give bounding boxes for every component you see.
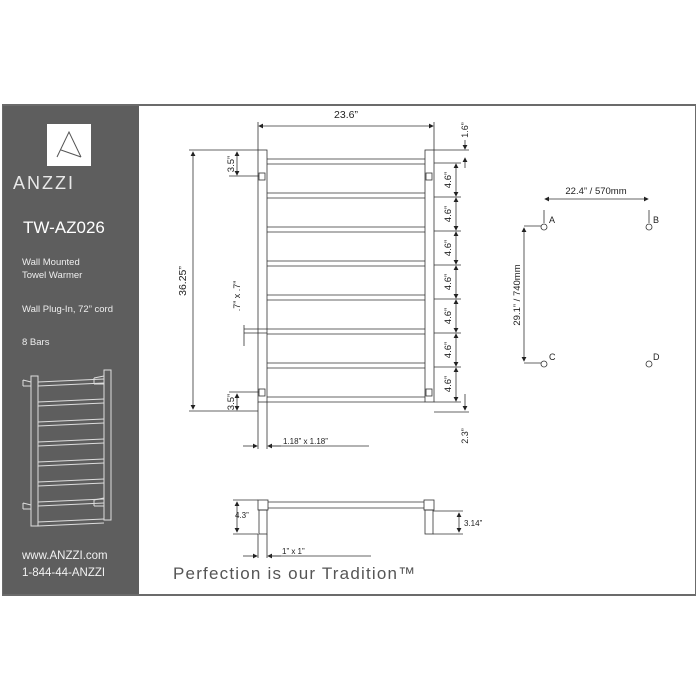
mount-horizontal-spacing: 22.4” / 570mm — [565, 186, 626, 197]
bar-spacing: 4.6” — [443, 240, 454, 256]
website-link[interactable]: www.ANZZI.com — [22, 550, 108, 562]
bracket-size: 1” x 1” — [282, 547, 305, 556]
sidebar: ANZZI TW-AZ026 Wall Mounted Towel Warmer… — [3, 106, 139, 594]
model-number: TW-AZ026 — [23, 218, 105, 237]
drawing-area: 23.6” 36.25” 3.5” 3.5” .7” x .7” 1.6” 4.… — [139, 106, 695, 594]
bottom-mount-offset: 3.5” — [226, 394, 237, 410]
depth-right: 3.14” — [464, 519, 483, 528]
mount-vertical-spacing: 29.1” / 740mm — [512, 264, 523, 325]
spec-sheet-frame: ANZZI TW-AZ026 Wall Mounted Towel Warmer… — [2, 104, 696, 596]
bar-spacing: 4.6” — [443, 172, 454, 188]
post-size: 1.18” x 1.18” — [283, 437, 328, 446]
bar-spacing: 4.6” — [443, 308, 454, 324]
bar-spacing: 4.6” — [443, 342, 454, 358]
width-dimension: 23.6” — [334, 109, 358, 121]
mount-point-a: A — [549, 215, 555, 225]
brand-name: ANZZI — [13, 173, 75, 193]
mount-point-d: D — [653, 352, 660, 362]
logo-triangle-icon — [56, 130, 82, 158]
bar-size: .7” x .7” — [232, 281, 242, 312]
mount-point-c: C — [549, 352, 556, 362]
top-offset: 1.6” — [460, 122, 470, 138]
mount-point-b: B — [653, 215, 659, 225]
anzzi-logo — [47, 124, 91, 166]
height-dimension: 36.25” — [177, 266, 189, 296]
bar-count: 8 Bars — [22, 337, 50, 348]
depth-left: 4.3” — [235, 511, 249, 520]
bar-spacing: 4.6” — [443, 376, 454, 392]
tagline: Perfection is our Tradition™ — [173, 564, 417, 583]
product-description: Wall Mounted Towel Warmer — [22, 257, 83, 281]
phone-number: 1-844-44-ANZZI — [22, 567, 106, 579]
towel-warmer-illustration — [22, 369, 112, 527]
power-spec: Wall Plug-In, 72” cord — [22, 304, 113, 315]
bar-spacing: 4.6” — [443, 206, 454, 222]
bottom-offset: 2.3” — [460, 428, 470, 444]
top-mount-offset: 3.5” — [226, 156, 237, 172]
bar-spacing: 4.6” — [443, 274, 454, 290]
technical-drawing: 23.6” 36.25” 3.5” 3.5” .7” x .7” 1.6” 4.… — [177, 109, 660, 559]
